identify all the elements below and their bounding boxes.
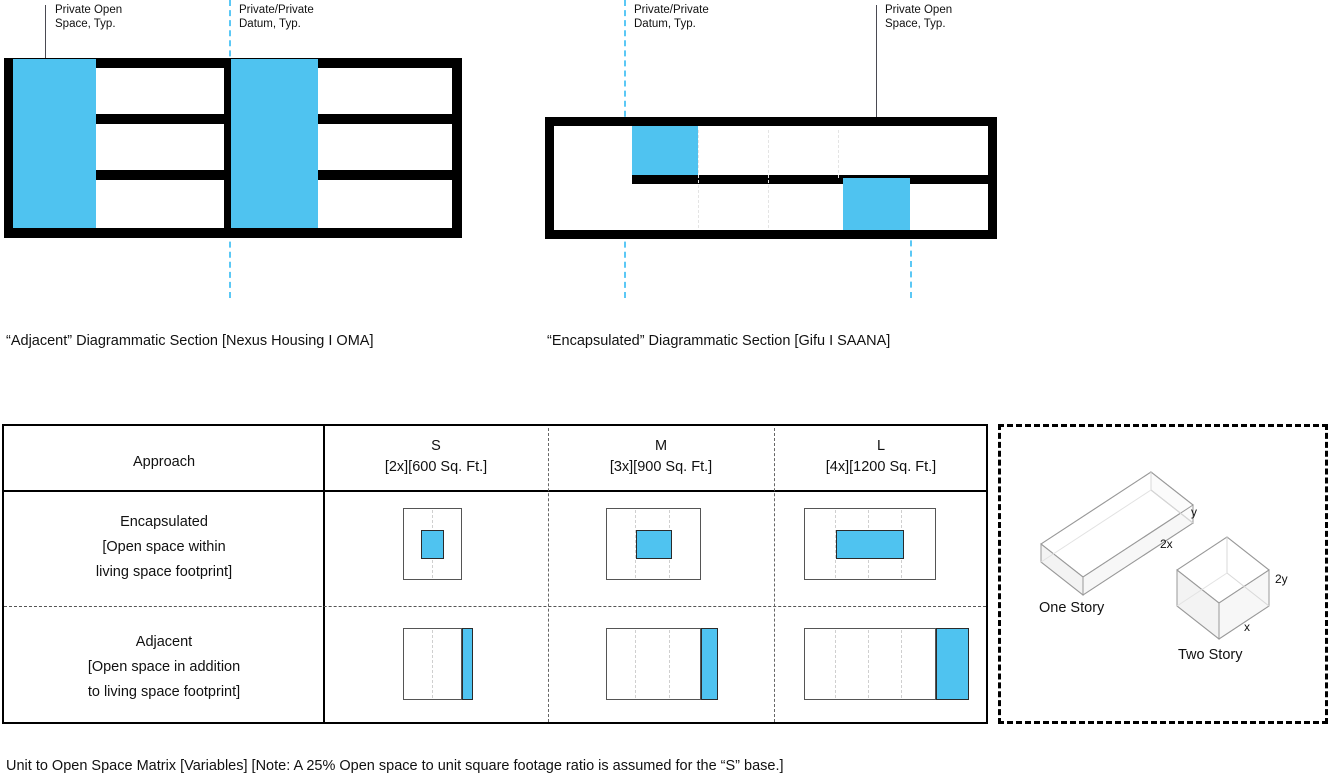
dimension-label-2y: 2y [1275,572,1288,586]
left-room-a2 [96,124,224,170]
left-room-a3 [96,180,224,228]
mini-open-space [462,628,473,700]
right-room-lower-left [632,184,843,230]
mini-open-space [421,530,444,559]
mini-gridline [432,630,433,698]
table-header-size-m-detail: [3x][900 Sq. Ft.] [609,459,713,475]
right-open-space-lower [843,178,910,230]
left-open-space-band-2 [231,59,318,228]
mini-unit-footprint [606,628,701,700]
mini-gridline [635,510,636,578]
left-open-space-band-1 [13,59,96,228]
annotation-private-private-datum-left: Private/Private Datum, Typ. [239,4,314,30]
annotation-private-open-space-left: Private Open Space, Typ. [55,4,123,30]
mini-gridline [635,630,636,698]
mini-open-space [936,628,969,700]
table-header-approach: Approach [132,454,196,470]
right-room-upper [698,126,988,175]
axon-label-one-story: One Story [1039,600,1105,616]
caption-left-diagram: “Adjacent” Diagrammatic Section [Nexus H… [6,333,374,349]
annotation-private-private-datum-right: Private/Private Datum, Typ. [634,4,709,30]
table-approach-column-separator [323,426,325,722]
table-header-size-l-detail: [4x][1200 Sq. Ft.] [825,459,937,475]
mini-gridline [835,630,836,698]
footer-caption: Unit to Open Space Matrix [Variables] [N… [6,758,784,774]
right-grid-2 [768,130,769,228]
datum-line-right-b [910,230,912,298]
mini-open-space [636,530,672,559]
axonometric-drawing [1040,470,1270,641]
left-room-b1 [318,68,452,114]
dimension-label-2x: 2x [1160,537,1173,551]
table-row-label-encapsulated-line3: living space footprint] [95,564,233,580]
table-header-size-m-code: M [654,438,668,454]
table-header-size-s-code: S [431,438,441,454]
mini-gridline [901,630,902,698]
leader-line-right-open-space [876,5,877,201]
table-row-separator [4,606,986,607]
table-header-size-s-detail: [2x][600 Sq. Ft.] [384,459,488,475]
mini-open-space [701,628,718,700]
left-room-b2 [318,124,452,170]
unit-open-space-matrix-table: Approach S [2x][600 Sq. Ft.] M [3x][900 … [2,424,988,724]
axonometric-panel: y 2x One Story 2y x Two Story [998,424,1328,724]
left-room-b3 [318,180,452,228]
dimension-label-x: x [1244,620,1250,634]
table-row-label-adjacent-line2: [Open space in addition [87,659,241,675]
table-header-size-l-code: L [876,438,886,454]
table-column-divider-m-l [774,428,775,722]
right-room-lower-right [910,184,988,230]
axon-label-two-story: Two Story [1178,647,1243,663]
table-row-label-encapsulated-line2: [Open space within [102,539,226,555]
table-column-divider-s-m [548,428,549,722]
mini-gridline [669,630,670,698]
right-open-space-upper [632,126,698,175]
right-room-left [554,126,632,230]
mini-gridline [868,630,869,698]
one-story-box [1040,470,1194,597]
table-header-separator [4,490,986,492]
mini-open-space [836,530,904,559]
right-grid-3 [838,130,839,178]
left-room-a1 [96,68,224,114]
dimension-label-y: y [1191,505,1197,519]
annotation-private-open-space-right: Private Open Space, Typ. [885,4,953,30]
right-grid-1 [698,130,699,228]
table-row-label-encapsulated-line1: Encapsulated [120,514,208,530]
table-row-label-adjacent-line1: Adjacent [135,634,193,650]
caption-right-diagram: “Encapsulated” Diagrammatic Section [Gif… [547,333,891,349]
mini-unit-footprint [804,628,936,700]
mini-gridline [835,510,836,578]
table-row-label-adjacent-line3: to living space footprint] [87,684,241,700]
two-story-box [1176,536,1270,641]
